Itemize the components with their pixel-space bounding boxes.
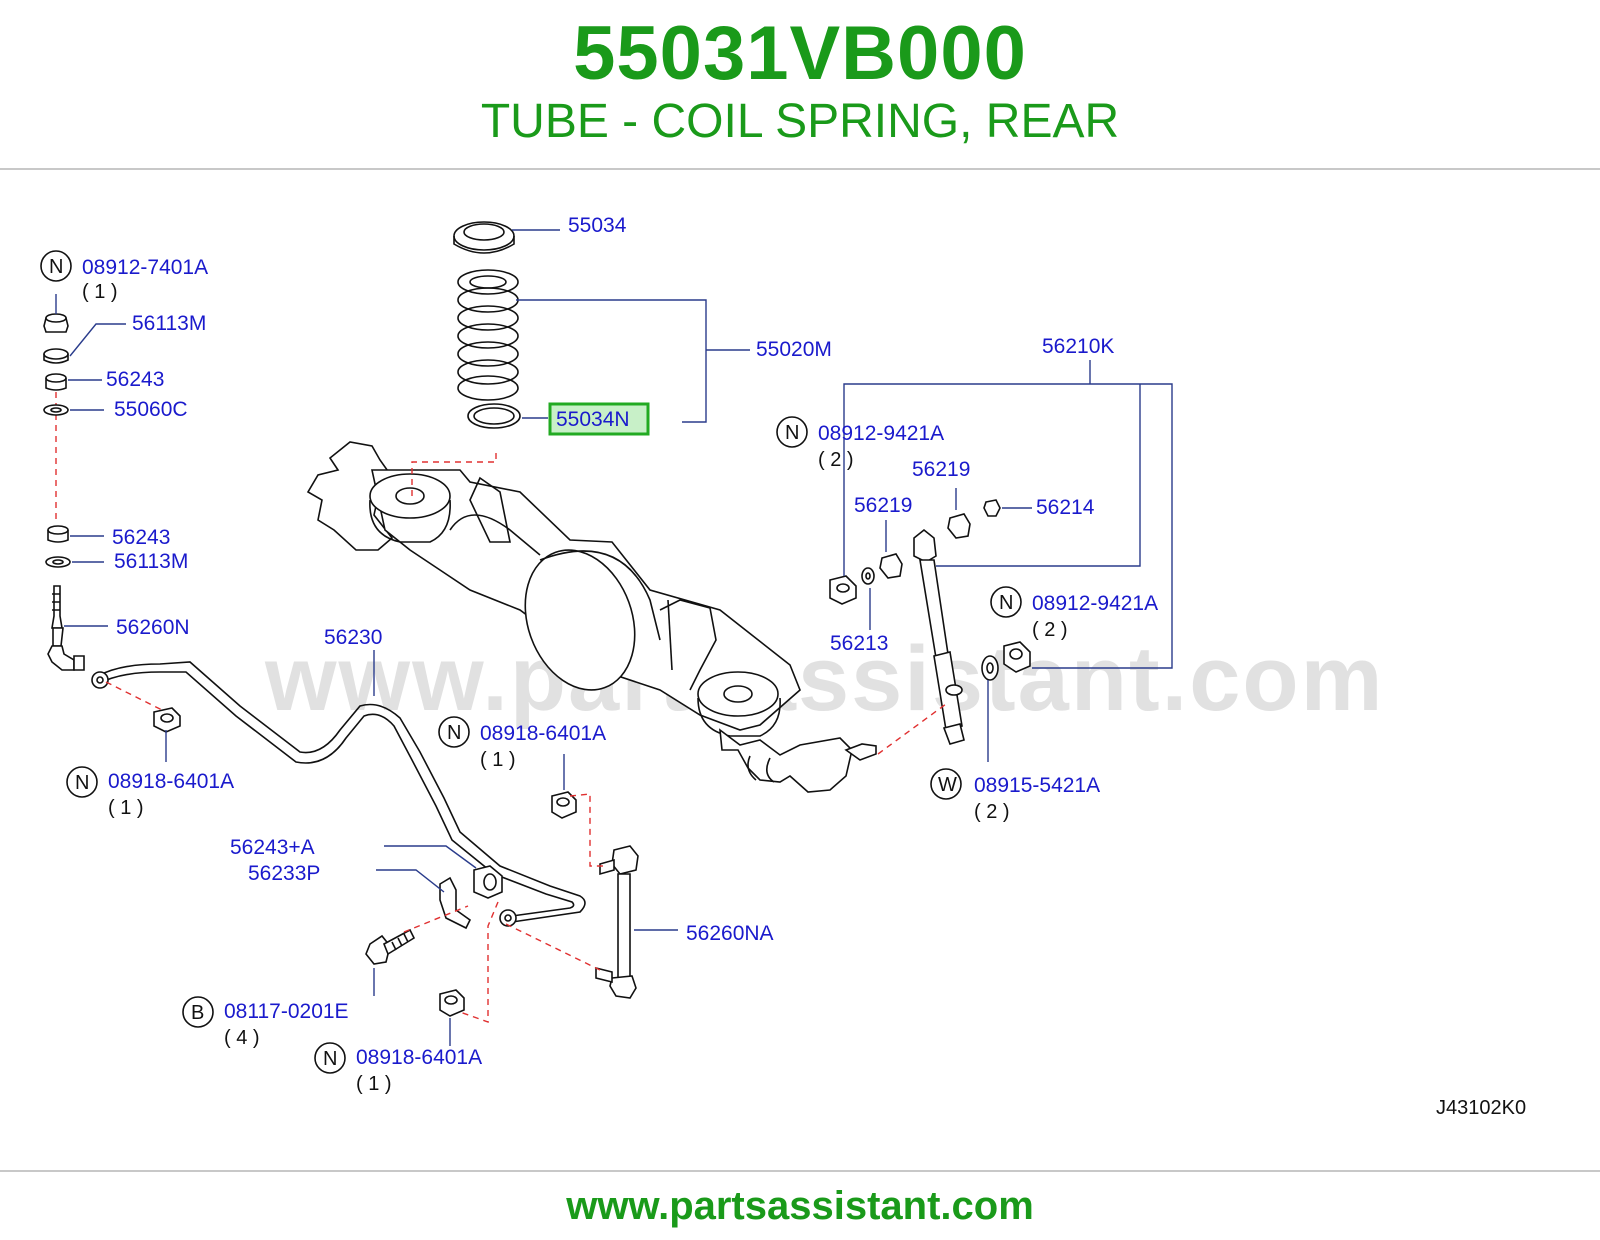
- header-divider: [0, 168, 1600, 170]
- marker-n-08912-9421A-b: [990, 586, 1022, 618]
- bushing-56243-lower-part: [47, 525, 69, 543]
- coil-spring-55020M-part: [457, 269, 519, 401]
- marker-n-text: N: [75, 772, 89, 794]
- shock-hardware: [829, 499, 1031, 681]
- nut-08918-6401A-mid-part: [551, 791, 577, 819]
- marker-w-08915-5421A: [930, 768, 962, 800]
- label-56113M-a[interactable]: 56113M: [132, 312, 206, 335]
- marker-w-text: W: [938, 774, 957, 796]
- qty-08918-6401A-a: ( 1 ): [108, 797, 144, 819]
- link-rod-56260N-part: [47, 585, 85, 671]
- qty-08912-7401A: ( 1 ): [82, 281, 118, 303]
- marker-n-text: N: [323, 1048, 337, 1070]
- marker-n-text: N: [999, 592, 1013, 614]
- qty-08912-9421A-a: ( 2 ): [818, 449, 854, 471]
- label-55060C[interactable]: 55060C: [114, 398, 188, 421]
- label-56219-a[interactable]: 56219: [912, 458, 970, 481]
- label-08918-6401A-c[interactable]: 08918-6401A: [356, 1046, 482, 1069]
- washer-55060C-part: [43, 404, 69, 416]
- shock-absorber-56210K-part: [913, 528, 965, 745]
- bushing-56243A-part: [473, 865, 503, 899]
- label-08117-0201E[interactable]: 08117-0201E: [224, 1000, 349, 1023]
- bolt-08117-0201E-part: [365, 928, 416, 965]
- label-08918-6401A-a[interactable]: 08918-6401A: [108, 770, 234, 793]
- watermark-text: www.partsassistant.com: [264, 628, 1384, 730]
- label-55020M[interactable]: 55020M: [756, 338, 832, 361]
- qty-08912-9421A-b: ( 2 ): [1032, 619, 1068, 641]
- marker-b-text: B: [191, 1002, 204, 1024]
- label-08912-9421A-a[interactable]: 08912-9421A: [818, 422, 944, 445]
- drawing-id: J43102K0: [1436, 1097, 1526, 1119]
- qty-08117-0201E: ( 4 ): [224, 1027, 260, 1049]
- marker-n-text: N: [447, 722, 461, 744]
- label-08918-6401A-b[interactable]: 08918-6401A: [480, 722, 606, 745]
- parts-diagram: www.partsassistant.com: [40, 214, 1526, 1119]
- stabilizer-bar-56230-part: [91, 661, 586, 927]
- marker-b-08117-0201E: [182, 996, 214, 1028]
- marker-n-08918-6401A-a: [66, 766, 98, 798]
- label-55034[interactable]: 55034: [568, 214, 627, 237]
- qty-08918-6401A-c: ( 1 ): [356, 1073, 392, 1095]
- washer-56113M-lower-part: [45, 556, 71, 568]
- label-56213[interactable]: 56213: [830, 632, 888, 655]
- label-56210K[interactable]: 56210K: [1042, 335, 1114, 358]
- marker-n-08918-6401A-c: [314, 1042, 346, 1074]
- label-56219-b[interactable]: 56219: [854, 494, 912, 517]
- marker-n-08912-9421A-a: [776, 416, 808, 448]
- spring-seat-55034-part: [453, 221, 515, 254]
- label-56243-a[interactable]: 56243: [106, 368, 164, 391]
- marker-n-text: N: [785, 422, 799, 444]
- label-56230[interactable]: 56230: [324, 626, 382, 649]
- label-56260NA[interactable]: 56260NA: [686, 922, 774, 945]
- left-link-stack: [43, 313, 85, 671]
- label-55034N[interactable]: 55034N: [556, 408, 630, 431]
- marker-n-08918-6401A-b: [438, 716, 470, 748]
- label-56260N[interactable]: 56260N: [116, 616, 190, 639]
- footer-url[interactable]: www.partsassistant.com: [566, 1184, 1034, 1228]
- axle-housing-illustration: [306, 441, 877, 793]
- nut-08918-6401A-left-part: [153, 707, 181, 733]
- coil-spring-assembly: [453, 221, 521, 429]
- washer-56113M-part: [43, 348, 69, 364]
- nut-08912-7401A-part: [43, 313, 69, 333]
- label-56243A[interactable]: 56243+A: [230, 836, 315, 859]
- label-08915-5421A[interactable]: 08915-5421A: [974, 774, 1100, 797]
- nut-08918-6401A-bottom-part: [439, 989, 465, 1017]
- marker-n-text: N: [49, 256, 63, 278]
- bushing-56243-part: [45, 373, 67, 391]
- qty-08915-5421A: ( 2 ): [974, 801, 1010, 823]
- tube-55034N-part: [467, 403, 521, 429]
- label-56214[interactable]: 56214: [1036, 496, 1095, 519]
- label-56243-b[interactable]: 56243: [112, 526, 170, 549]
- highlight-box-55034N: [548, 402, 650, 436]
- label-08912-9421A-b[interactable]: 08912-9421A: [1032, 592, 1158, 615]
- link-rod-56260NA-part: [595, 845, 639, 999]
- page-header: 55031VB000 TUBE - COIL SPRING, REAR: [0, 0, 1600, 168]
- marker-n-08912-7401A: [40, 250, 72, 282]
- qty-08918-6401A-b: ( 1 ): [480, 749, 516, 771]
- bracket-56233P-part: [439, 876, 472, 930]
- part-number-title: 55031VB000: [573, 11, 1027, 96]
- footer-divider: [0, 1170, 1600, 1172]
- part-name-subtitle: TUBE - COIL SPRING, REAR: [480, 95, 1120, 148]
- label-56233P[interactable]: 56233P: [248, 862, 320, 885]
- label-08912-7401A[interactable]: 08912-7401A: [82, 256, 208, 279]
- label-56113M-b[interactable]: 56113M: [114, 550, 188, 573]
